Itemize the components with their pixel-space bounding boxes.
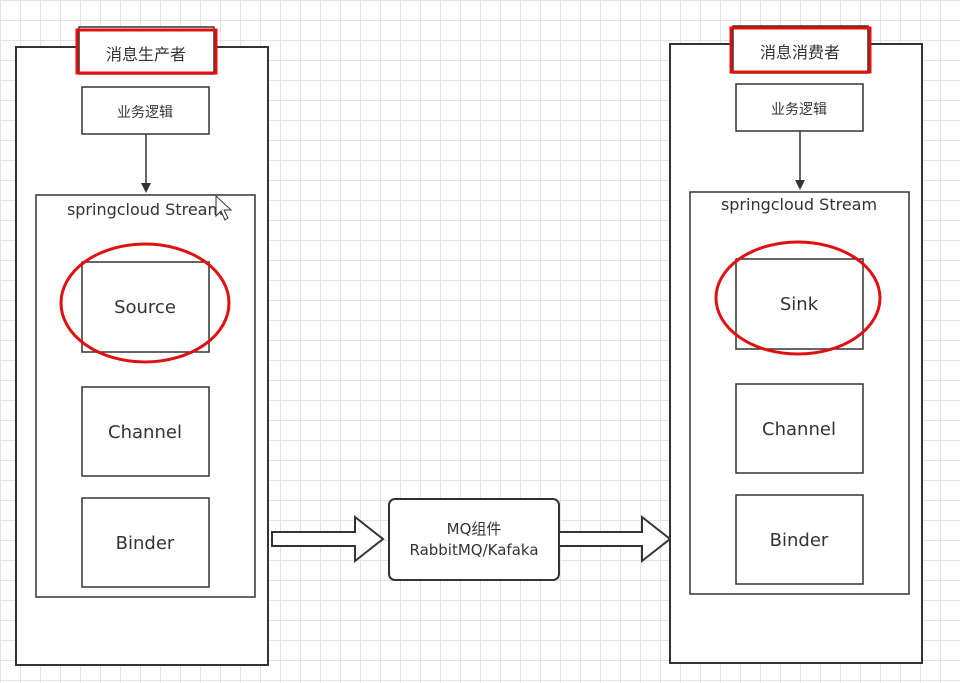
producer-binder-label: Binder: [116, 533, 175, 554]
producer-source-label: Source: [114, 297, 176, 318]
producer-business-logic: 业务逻辑: [117, 105, 173, 121]
producer-channel-box: [81, 386, 210, 477]
producer-stream-title: springcloud Stream: [67, 200, 223, 219]
mq-line1: MQ组件: [447, 520, 502, 538]
consumer-channel-box: [735, 383, 864, 474]
consumer-stream-title: springcloud Stream: [721, 195, 877, 214]
flow-arrow-left: [271, 514, 385, 564]
consumer-sink-label: Sink: [780, 294, 819, 315]
consumer-title: 消息消费者: [760, 43, 840, 62]
consumer-title-box: [732, 25, 869, 74]
consumer-binder-box: [735, 494, 864, 585]
producer-title-highlight: [75, 28, 218, 75]
consumer-group: 消息消费者 业务逻辑 springcloud Stream Sink Chann…: [669, 25, 923, 664]
producer-binder-box: [81, 497, 210, 588]
mq-box: [388, 498, 560, 581]
producer-title-box: [78, 26, 215, 75]
producer-title: 消息生产者: [106, 45, 186, 64]
producer-group: 消息生产者 业务逻辑 springcloud Stream Source Cha…: [15, 26, 269, 666]
flow-arrow-right: [558, 514, 672, 564]
consumer-title-highlight: [729, 26, 872, 74]
mq-line2: RabbitMQ/Kafaka: [409, 541, 538, 559]
consumer-channel-label: Channel: [762, 419, 836, 440]
consumer-sink-box: [735, 258, 864, 350]
cursor-icon: [215, 194, 233, 221]
producer-source-box: [81, 261, 210, 353]
producer-business-logic-box: [81, 86, 210, 135]
consumer-binder-label: Binder: [770, 530, 829, 551]
consumer-sink-highlight: [714, 240, 882, 356]
producer-source-highlight: [59, 242, 231, 364]
consumer-business-logic: 业务逻辑: [771, 102, 827, 118]
producer-channel-label: Channel: [108, 422, 182, 443]
consumer-business-logic-box: [735, 83, 864, 132]
